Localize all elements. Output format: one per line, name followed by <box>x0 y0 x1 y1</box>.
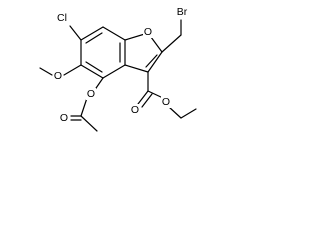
acetyl-carbonyl-oxygen-label: O <box>60 112 68 124</box>
bond <box>147 51 163 73</box>
ester-oxygen-label: O <box>162 96 170 108</box>
atom-labels: Cl Br O O O O O O <box>52 5 192 124</box>
bond <box>180 108 197 119</box>
chemical-structure-diagram: Cl Br O O O O O O <box>39 5 197 132</box>
bond <box>85 61 103 73</box>
bond <box>102 64 126 79</box>
bond <box>137 90 149 105</box>
bond <box>80 64 104 79</box>
bromine-atom-label: Br <box>177 6 188 18</box>
bond <box>141 93 153 108</box>
ester-carbonyl-oxygen-label: O <box>131 104 139 116</box>
bond <box>80 97 88 117</box>
bond <box>147 90 164 99</box>
acetoxy-oxygen-label: O <box>87 88 95 100</box>
bond <box>63 64 82 76</box>
bond <box>69 25 82 41</box>
chlorine-atom-label: Cl <box>57 12 67 24</box>
bond <box>161 34 182 53</box>
methoxy-oxygen-label: O <box>54 70 62 82</box>
bond <box>124 64 149 73</box>
bond <box>39 67 53 76</box>
bond <box>80 26 104 41</box>
bond <box>145 54 158 68</box>
bond <box>102 26 126 41</box>
bond <box>168 106 182 119</box>
bond <box>85 32 103 44</box>
furan-oxygen-label: O <box>144 26 152 38</box>
bond <box>80 115 98 132</box>
